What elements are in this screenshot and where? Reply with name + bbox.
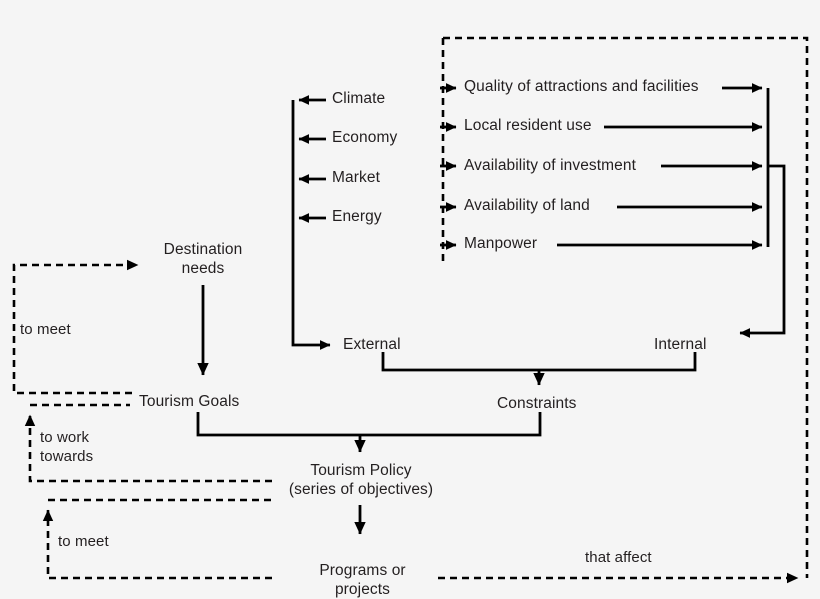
programs-line-1: Programs or (319, 562, 406, 579)
annotation-that-affect: that affect (585, 549, 652, 566)
constraints-bracket (381, 352, 697, 386)
internal-factor-quality-of-attractions: Quality of attractions and facilities (464, 78, 699, 95)
internal-factor-arrows (557, 83, 763, 250)
external-factor-energy: Energy (332, 208, 382, 225)
node-tourism-policy: Tourism Policy (series of objectives) (276, 461, 446, 499)
feedback-loop-to-meet-upper (12, 259, 139, 395)
programs-line-2: projects (334, 581, 391, 598)
feedback-loop-to-meet-lower (42, 498, 272, 580)
node-tourism-goals: Tourism Goals (139, 393, 240, 410)
annotation-to-meet-lower: to meet (58, 533, 109, 550)
destination-needs-line-1: Destination (163, 241, 243, 258)
node-internal: Internal (654, 336, 707, 353)
node-programs-or-projects: Programs or projects (290, 561, 435, 599)
external-factor-market: Market (332, 169, 380, 186)
internal-factor-local-resident-use: Local resident use (464, 117, 592, 134)
internal-factor-manpower: Manpower (464, 235, 538, 252)
to-work-towards-line-2: towards (40, 448, 94, 465)
external-factor-economy: Economy (332, 129, 398, 146)
annotation-to-meet-upper: to meet (20, 321, 71, 338)
external-factors-stem (291, 100, 331, 350)
node-constraints: Constraints (497, 395, 577, 412)
node-external: External (343, 336, 401, 353)
to-work-towards-line-1: to work (40, 429, 90, 446)
destination-needs-line-2: needs (181, 260, 225, 277)
tourism-policy-line-1: Tourism Policy (310, 462, 412, 479)
external-factor-arrows (298, 95, 326, 223)
annotation-to-work-towards: to work towards (40, 428, 150, 466)
internal-factor-entry-arrowheads (440, 83, 457, 250)
feedback-loop-to-work-towards (24, 403, 272, 483)
external-factor-climate: Climate (332, 90, 386, 107)
node-destination-needs: Destination needs (143, 240, 263, 278)
internal-factors-collector (739, 88, 786, 338)
internal-factor-availability-of-land: Availability of land (464, 197, 590, 214)
internal-factors-dashed-box (441, 36, 809, 578)
tourism-policy-line-2: (series of objectives) (288, 481, 434, 498)
goals-constraints-bracket (196, 412, 542, 453)
internal-factor-availability-of-investment: Availability of investment (464, 157, 637, 174)
